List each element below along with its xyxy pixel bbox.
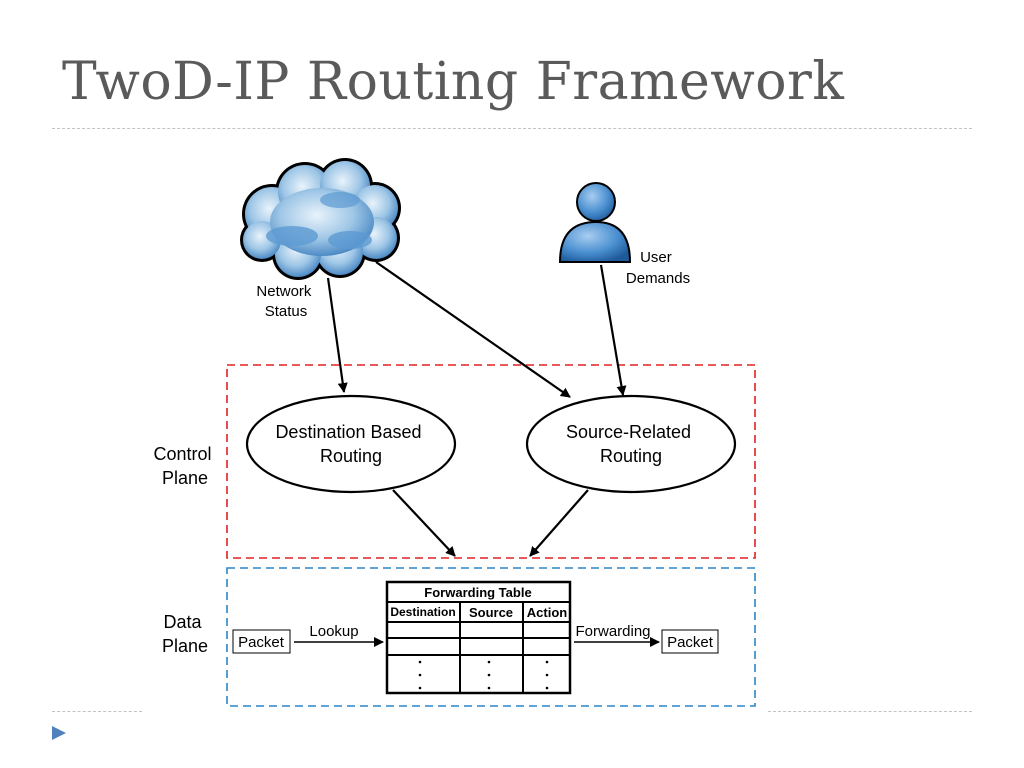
packet-in-box	[232, 629, 291, 654]
user-demands-line2: Demands	[626, 270, 690, 287]
packet-out-box	[661, 629, 719, 654]
packet-in-label: Packet	[238, 634, 285, 651]
cloud-icon	[240, 158, 401, 280]
forwarding-table-col-action: Action	[527, 605, 568, 620]
lookup-label: Lookup	[309, 623, 358, 640]
network-status-line1: Network	[256, 283, 312, 300]
control-plane-line1: Control	[153, 444, 211, 464]
arrow-source-to-table	[529, 489, 589, 557]
arrow-destination-to-table	[392, 489, 456, 557]
control-plane-box	[226, 364, 756, 559]
destination-routing-line2: Routing	[320, 446, 382, 466]
data-plane-line1: Data	[163, 612, 202, 632]
network-status-label: Network Status	[256, 283, 315, 320]
arrow-user-to-source	[599, 264, 627, 396]
user-demands-line1: User	[640, 249, 672, 266]
source-routing-line1: Source-Related	[566, 422, 691, 442]
data-plane-box	[226, 567, 756, 707]
title-divider	[52, 128, 972, 129]
forwarding-table-title: Forwarding Table	[424, 585, 531, 600]
user-demands-label: User Demands	[626, 249, 690, 287]
forwarding-label: Forwarding	[575, 623, 650, 640]
arrow-network-to-source	[375, 261, 571, 398]
source-routing-line2: Routing	[600, 446, 662, 466]
source-routing-node	[525, 394, 737, 494]
network-status-line2: Status	[265, 303, 308, 320]
user-icon	[558, 182, 632, 263]
data-plane-line2: Plane	[162, 636, 208, 656]
arrow-network-to-destination	[326, 277, 348, 393]
slide-title: TwoD-IP Routing Framework	[62, 52, 845, 112]
footer-divider-right	[768, 711, 972, 712]
packet-out-label: Packet	[667, 634, 714, 651]
destination-routing-label: Destination Based Routing	[275, 422, 426, 466]
source-routing-label: Source-Related Routing	[566, 422, 696, 466]
control-plane-label: Control Plane	[153, 444, 216, 488]
forwarding-table-col-destination: Destination	[390, 605, 455, 619]
bullet-triangle-icon	[52, 726, 66, 740]
destination-routing-node	[245, 394, 457, 494]
table-ellipsis-dots	[418, 660, 549, 690]
control-plane-line2: Plane	[162, 468, 208, 488]
forwarding-table: Forwarding Table Destination Source Acti…	[385, 580, 572, 695]
destination-routing-line1: Destination Based	[275, 422, 421, 442]
footer-divider-left	[52, 711, 142, 712]
forwarding-table-col-source: Source	[469, 605, 513, 620]
data-plane-label: Data Plane	[162, 612, 208, 656]
